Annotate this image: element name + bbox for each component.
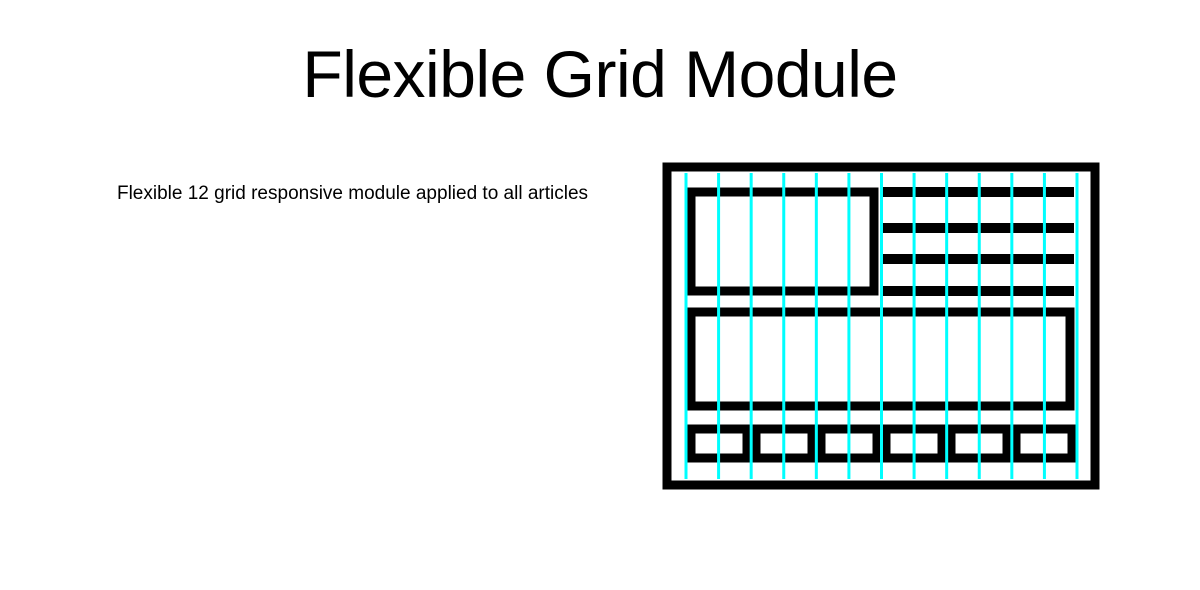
outer-frame <box>662 162 1100 490</box>
text-line <box>880 187 1074 197</box>
grid-module-diagram <box>662 162 1100 490</box>
text-line <box>880 223 1074 233</box>
text-lines <box>880 187 1074 296</box>
page-title: Flexible Grid Module <box>302 37 898 111</box>
text-line <box>880 286 1074 296</box>
module-description: Flexible 12 grid responsive module appli… <box>116 183 589 204</box>
grid-column-lines <box>684 173 1079 479</box>
text-line <box>880 254 1074 264</box>
